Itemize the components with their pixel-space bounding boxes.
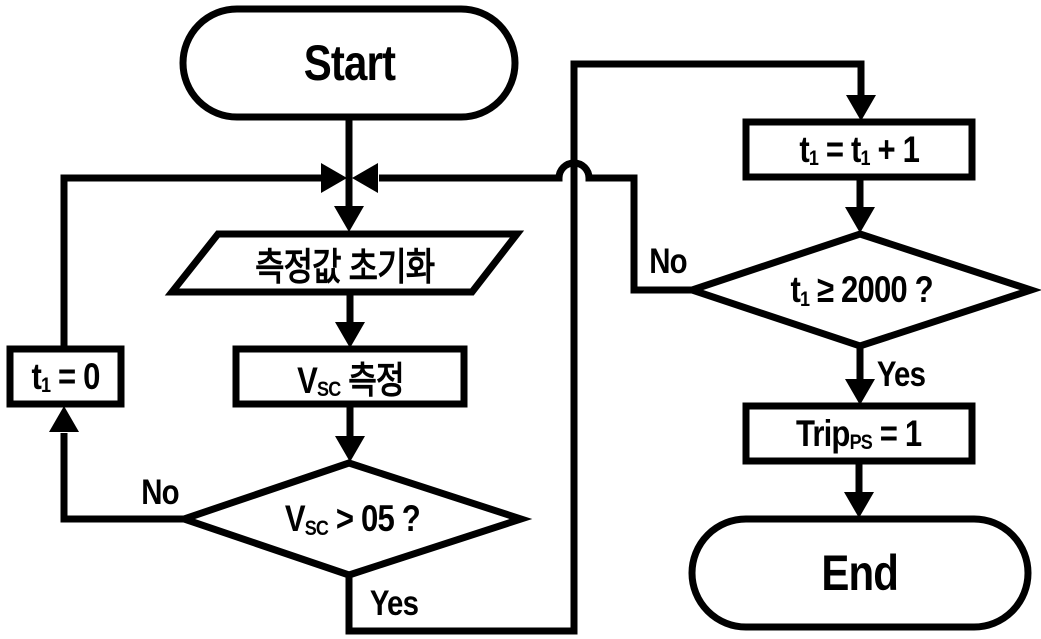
flowchart-shapes: [6, 5, 1041, 631]
arrowhead-into-t1-zero: [49, 406, 79, 432]
arrowhead-into-trip: [845, 379, 875, 405]
increment-process-shape: [742, 118, 976, 181]
arrowhead-merge-from-left: [321, 163, 347, 193]
decision-t1-diamond-shape: [680, 230, 1041, 350]
arrowhead-into-increment: [846, 95, 876, 121]
arrowhead-into-decision-vsc: [335, 436, 365, 462]
end-terminator-shape: [688, 515, 1032, 631]
trip-process-shape: [742, 402, 976, 465]
edge-decision-t1-no-to-merge: [379, 159, 692, 294]
edge-decision-vsc-yes-to-increment: [345, 60, 865, 635]
arrowhead-into-decision-t1: [845, 207, 875, 233]
flowchart-arrowheads: [49, 95, 876, 518]
edge-t1-zero-to-merge: [60, 174, 323, 349]
arrowhead-into-measure: [335, 322, 365, 348]
edge-decision-vsc-no-to-t1-zero: [60, 433, 184, 523]
flowchart-edges: [60, 60, 865, 635]
arrowhead-merge-from-right: [352, 163, 378, 193]
arrowhead-into-end: [844, 492, 874, 518]
start-terminator-shape: [179, 5, 519, 121]
arrowhead-into-init: [334, 206, 364, 232]
init-parallelogram-shape: [164, 230, 525, 296]
t1-zero-process-shape: [6, 345, 125, 408]
decision-vsc-diamond-shape: [173, 459, 533, 579]
measure-process-shape: [232, 345, 468, 408]
